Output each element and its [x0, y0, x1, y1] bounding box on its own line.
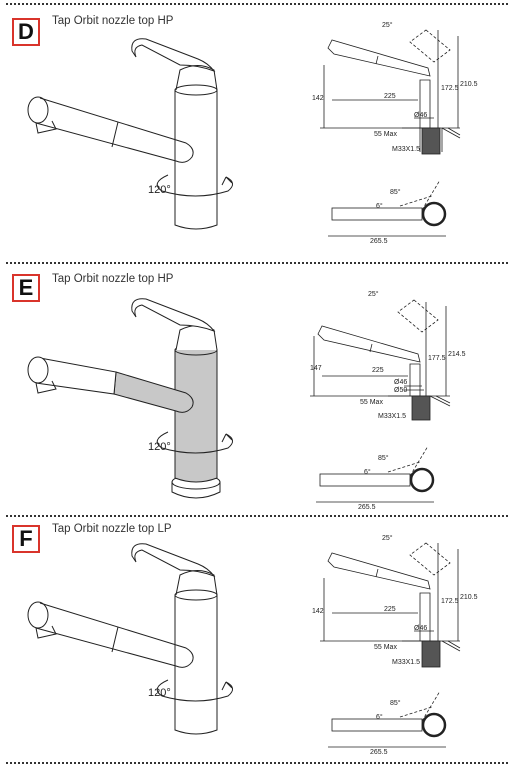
section-separator [6, 515, 508, 517]
dim-225-label: 225 [372, 367, 384, 374]
dim-147-label: 147 [310, 365, 322, 372]
dim-142-label: 142 [312, 608, 324, 615]
dia-46-label: Ø46 [414, 625, 427, 632]
dim-172-label: 172.5 [441, 598, 459, 605]
section-title: Tap Orbit nozzle top HP [52, 15, 174, 27]
section-title: Tap Orbit nozzle top HP [52, 273, 174, 285]
angle-6-label: 6° [376, 713, 383, 721]
dim-210-label: 210.5 [460, 81, 478, 88]
angle-25-label: 25° [368, 290, 379, 298]
section-e: E Tap Orbit nozzle top HP 120° [0, 262, 515, 515]
angle-25-label: 25° [382, 534, 393, 542]
tap-perspective-drawing: 120° [27, 543, 233, 735]
section-letter: D [12, 18, 40, 46]
tap-dimension-drawing: 25° 225 142 172.5 210.5 Ø46 55 Max M33X1… [312, 21, 478, 245]
dia-50-label: Ø50 [394, 387, 407, 394]
section-letter: F [12, 525, 40, 553]
rotation-label: 120° [148, 441, 171, 453]
rotation-label: 120° [148, 687, 171, 699]
section-separator [6, 3, 508, 5]
section-separator [6, 262, 508, 264]
tap-perspective-drawing: 120° [27, 38, 233, 230]
dim-225-label: 225 [384, 606, 396, 613]
dia-46-label: Ø46 [414, 112, 427, 119]
thread-label: M33X1.5 [392, 146, 420, 153]
dim-225-label: 225 [384, 93, 396, 100]
angle-6-label: 6° [364, 468, 371, 476]
section-f: F Tap Orbit nozzle top LP 120° [0, 515, 515, 762]
rotation-label: 120° [148, 184, 171, 196]
tap-dimension-drawing: 25° 225 142 172.5 210.5 Ø46 55 Max M33X1… [312, 534, 478, 756]
angle-25-label: 25° [382, 21, 393, 29]
section-letter: E [12, 274, 40, 302]
angle-6-label: 6° [376, 202, 383, 210]
length-label: 265.5 [370, 238, 388, 245]
section-title: Tap Orbit nozzle top LP [52, 523, 172, 535]
tap-dimension-drawing: 25° 225 147 177.5 214.5 Ø46 Ø50 55 Max M… [310, 290, 466, 511]
dia-46-label: Ø46 [394, 379, 407, 386]
max-55-label: 55 Max [374, 644, 397, 651]
angle-85-label: 85° [378, 454, 389, 462]
max-55-label: 55 Max [360, 399, 383, 406]
section-d: D Tap Orbit nozzle top HP 120° [0, 0, 515, 262]
dim-172-label: 172.5 [441, 85, 459, 92]
angle-85-label: 85° [390, 699, 401, 707]
dim-142-label: 142 [312, 95, 324, 102]
dim-210-label: 210.5 [460, 594, 478, 601]
dim-177-label: 177.5 [428, 355, 446, 362]
tap-perspective-drawing: 120° [27, 298, 233, 499]
dim-214-label: 214.5 [448, 351, 466, 358]
thread-label: M33X1.5 [392, 659, 420, 666]
section-separator [6, 762, 508, 764]
max-55-label: 55 Max [374, 131, 397, 138]
length-label: 265.5 [358, 504, 376, 511]
angle-85-label: 85° [390, 188, 401, 196]
length-label: 265.5 [370, 749, 388, 756]
thread-label: M33X1.5 [378, 413, 406, 420]
